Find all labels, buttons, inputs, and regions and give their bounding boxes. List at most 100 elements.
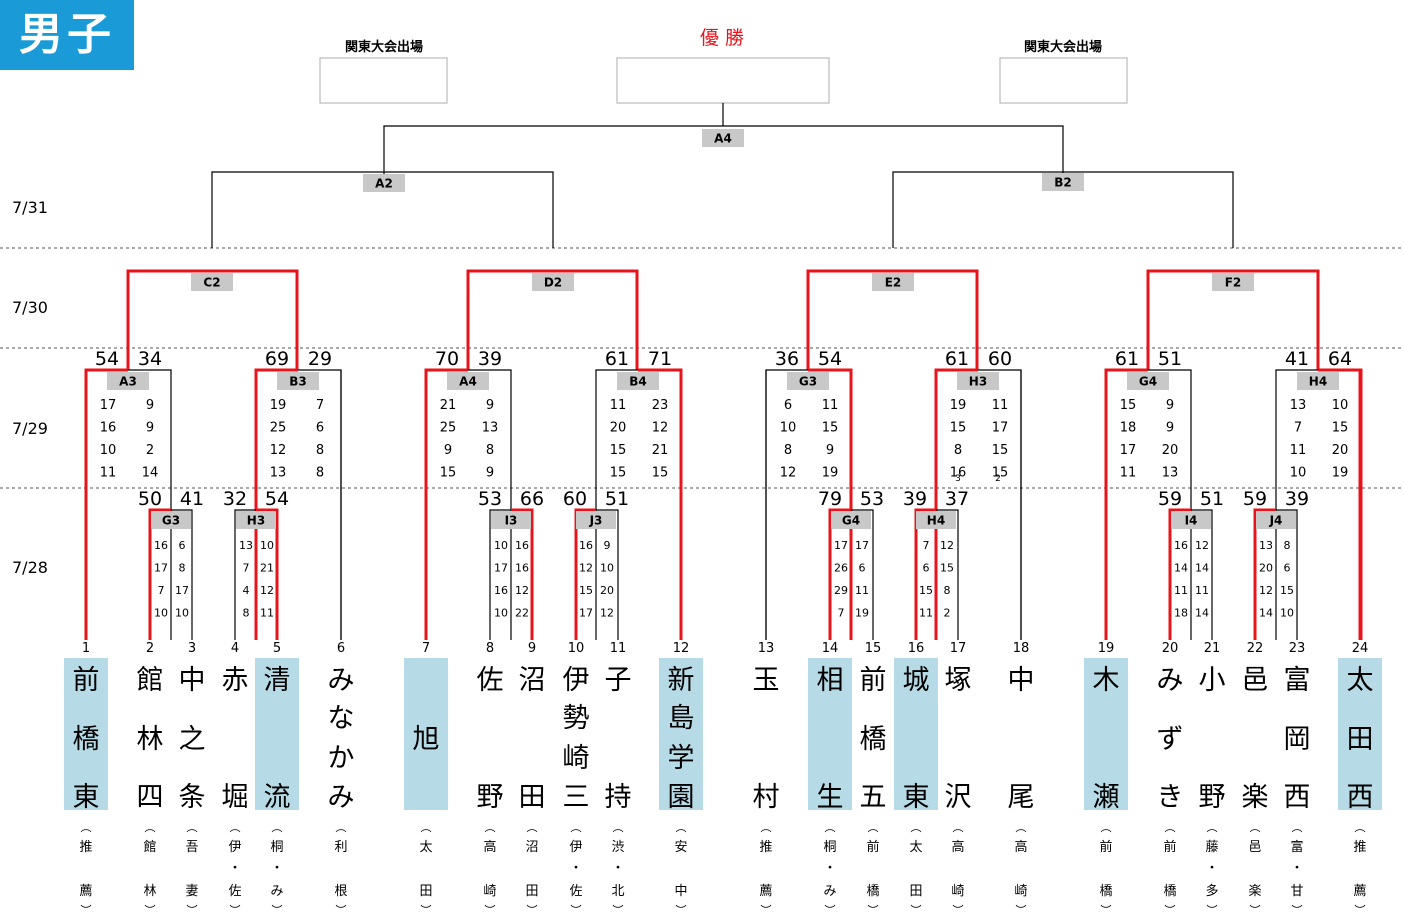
school-char: 薦 [1353,884,1366,899]
set-score: 17 [579,607,593,620]
school-bracket-open: ︵ [230,821,241,834]
school-char: 薦 [759,884,772,899]
bracket-line [211,171,554,248]
match-id: J3 [589,514,603,528]
bracket-line [466,269,639,370]
team-highlight [64,658,108,810]
school-bracket-open: ︵ [145,821,156,834]
match-id: H3 [247,514,265,528]
bracket-line [1146,269,1320,370]
team-name-char: 橋 [860,724,887,755]
school-char: 伊 [228,840,241,855]
match-score: 66 [520,488,544,510]
team-name-char: 邑 [1242,665,1269,696]
match-id: E2 [885,276,902,290]
match-box [1297,372,1339,390]
set-score: 12 [600,607,614,620]
match-score: 53 [860,488,884,510]
match-box [1171,511,1211,529]
set-score: 11 [1195,584,1209,597]
school-bracket-open: ︵ [1016,821,1027,834]
team-name-char: き [1157,782,1184,813]
seed-number: 11 [610,641,627,656]
school-bracket-close: ︶ [1207,904,1218,917]
set-score: 6 [1284,562,1291,575]
set-score: 11 [822,398,839,413]
match-id: A2 [375,177,393,191]
match-box [107,372,149,390]
set-score: 12 [940,539,954,552]
match-score: 50 [138,488,162,510]
team-name-char: 村 [753,782,780,813]
set-score: 17 [100,398,117,413]
set-score: 19 [270,398,287,413]
match-box [1212,273,1254,291]
team-highlight [659,658,703,810]
match-id: G4 [842,514,860,528]
set-score: 19 [950,398,967,413]
set-score: 21 [440,398,457,413]
school-bracket-open: ︵ [761,821,772,834]
school-bracket-open: ︵ [571,821,582,834]
team-name-char: 園 [668,782,695,813]
team-name-char: 尾 [1008,782,1035,813]
team-name-char: 赤 [222,665,249,696]
school-char: 藤 [1205,840,1218,855]
set-score: 16 [154,539,168,552]
team-name-char: 旭 [413,724,440,755]
team-name-char: な [328,703,355,734]
bracket-line [1253,508,1276,640]
bracket-line [126,269,299,370]
team-name-char: 堀 [222,782,249,813]
match-score: 61 [605,348,629,370]
school-char: 橋 [866,884,879,899]
match-score: 70 [435,348,459,370]
team-highlight [894,658,938,810]
match-box [236,511,276,529]
qualifier-box-right [999,57,1128,104]
set-score: 12 [515,584,529,597]
set-score: 15 [610,466,627,481]
set-score: 22 [515,607,529,620]
set-score: 15 [1332,421,1349,436]
team-name-char: み [1157,665,1184,696]
school-char: 甘 [1290,884,1303,899]
date-label: 7/30 [12,298,48,317]
match-score: 51 [1158,348,1182,370]
set-score: 29 [834,584,848,597]
match-id: G4 [1139,375,1157,389]
set-score: 6 [316,421,324,436]
set-score: 12 [652,421,669,436]
team-name-char: 岡 [1284,724,1311,755]
match-id: I4 [1185,514,1198,528]
school-char: 田 [419,884,432,899]
set-score: 7 [243,562,250,575]
team-name-char: 富 [1284,665,1311,696]
match-score: 64 [1328,348,1352,370]
set-score: 17 [834,539,848,552]
set-score: 9 [486,398,494,413]
school-char: 高 [951,839,964,855]
match-id: J4 [1269,514,1283,528]
team-name-char: 楽 [1242,782,1269,813]
set-score: 9 [826,443,834,458]
set-score: 13 [239,539,253,552]
set-score: 8 [486,443,494,458]
match-box [532,273,574,291]
set-score: 15 [579,584,593,597]
match-id: F2 [1225,276,1242,290]
match-score: 61 [1115,348,1139,370]
set-score: 16 [1174,539,1188,552]
set-score: 15 [940,562,954,575]
school-bracket-close: ︶ [613,904,624,917]
team-name-char: 崎 [563,743,590,774]
school-char: 中 [674,884,687,899]
set-score: 15 [950,421,967,436]
team-name-char: 沢 [945,782,972,813]
school-bracket-open: ︵ [272,821,283,834]
match-id: A4 [459,375,477,389]
school-bracket-open: ︵ [825,821,836,834]
seed-number: 24 [1352,641,1369,656]
seed-number: 1 [82,641,90,656]
school-char: 前 [1163,839,1176,855]
